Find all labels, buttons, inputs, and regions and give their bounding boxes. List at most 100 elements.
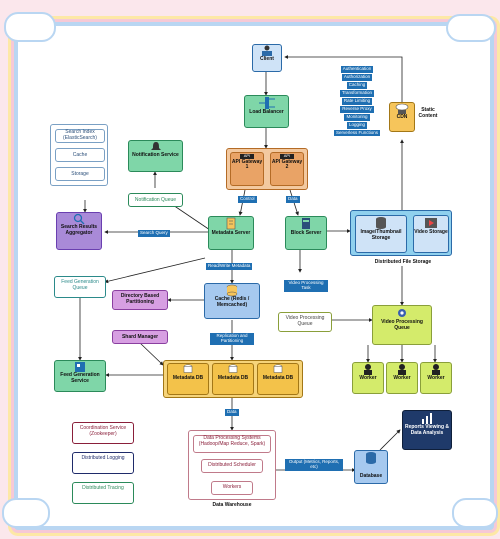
worker-icon bbox=[432, 364, 440, 375]
cdn-feature: Authorization bbox=[341, 73, 373, 81]
worker-node: Worker bbox=[352, 362, 384, 394]
api-icon: API bbox=[240, 153, 254, 159]
notification-service-label: Notification Service bbox=[132, 152, 179, 158]
database-node bbox=[354, 450, 388, 484]
video-icon bbox=[425, 218, 437, 228]
server-block-icon bbox=[302, 218, 310, 229]
data-processing-systems: Data Processing Systems (Hadoop/Map Redu… bbox=[193, 435, 271, 453]
cloud-server-icon bbox=[395, 103, 409, 114]
distributed-logging: Distributed Logging bbox=[72, 452, 134, 474]
api-gateway-label: API Gateway 2 bbox=[271, 158, 303, 171]
cdn-feature: Serverless Functions bbox=[333, 129, 381, 137]
cdn-feature: Rate Limiting bbox=[341, 97, 373, 105]
block-server-node: Block Server bbox=[285, 216, 327, 250]
output-tag: Output (Metrics, Reports, etc) bbox=[285, 459, 343, 471]
feed-generation-queue: Feed Generation Queue bbox=[54, 276, 106, 298]
search-aggregator-label: Search Results Aggregator bbox=[60, 224, 98, 236]
cloud-decoration bbox=[4, 12, 56, 42]
directory-partitioning-node: Directory Based Partitioning bbox=[112, 290, 168, 310]
reports-label: Reports Viewing & Data Analysis bbox=[404, 424, 450, 436]
database-label: Database bbox=[359, 473, 383, 479]
distributed-scheduler: Distributed Scheduler bbox=[201, 459, 263, 473]
cdn-feature: Logging bbox=[346, 121, 368, 129]
api-icon: API bbox=[280, 153, 294, 159]
distributed-file-storage-label: Distributed File Storage bbox=[374, 259, 432, 265]
coordination-service: Coordination Service (Zookeeper) bbox=[72, 422, 134, 444]
metadata-db-label: Metadata DB bbox=[172, 375, 204, 381]
replication-tag: Replication and Partitioning bbox=[210, 333, 254, 345]
metadata-db-node: Metadata DB bbox=[212, 363, 254, 395]
worker-label: Worker bbox=[427, 375, 445, 381]
cloud-decoration bbox=[452, 498, 498, 528]
reports-node: Reports Viewing & Data Analysis bbox=[402, 410, 452, 450]
feed-icon bbox=[75, 362, 85, 372]
gear-icon bbox=[398, 309, 406, 317]
search-aggregator-node: Search Results Aggregator bbox=[56, 212, 102, 250]
client-label: Client bbox=[260, 56, 274, 62]
video-processing-task-tag: Video Processing Task bbox=[284, 280, 328, 292]
search-index: Search Index (ElasticSearch) bbox=[55, 129, 105, 143]
database-icon bbox=[228, 364, 238, 373]
database-icon bbox=[273, 364, 283, 373]
data-warehouse-label: Data Warehouse bbox=[212, 502, 252, 508]
user-computer-icon bbox=[262, 45, 272, 56]
video-storage-label: Video Storage bbox=[414, 229, 448, 235]
search-icon bbox=[73, 213, 85, 225]
workers-box: Workers bbox=[211, 481, 253, 495]
api-gateway-2: API API Gateway 2 bbox=[270, 152, 304, 186]
metadata-server-node: Metadata Server bbox=[208, 216, 254, 250]
notification-service-node: Notification Service bbox=[128, 140, 183, 172]
image-storage-node: Image/Thumbnail Storage bbox=[355, 215, 407, 253]
database-icon bbox=[183, 364, 193, 373]
search-storage-group: Search Index (ElasticSearch) Cache Stora… bbox=[50, 124, 108, 186]
metadata-db-node: Metadata DB bbox=[167, 363, 209, 395]
bell-icon bbox=[150, 142, 161, 150]
metadata-db-label: Metadata DB bbox=[217, 375, 249, 381]
data-tag: Data bbox=[286, 196, 300, 203]
metadata-db-label: Metadata DB bbox=[262, 375, 294, 381]
cdn-feature: Transformation bbox=[339, 89, 375, 97]
cloud-decoration bbox=[2, 498, 50, 528]
feed-generation-service-label: Feed Generation Service bbox=[60, 372, 100, 384]
worker-icon bbox=[398, 364, 406, 375]
worker-node: Worker bbox=[420, 362, 452, 394]
bar-chart-icon bbox=[422, 413, 432, 424]
shard-manager-node: Shard Manager bbox=[112, 330, 168, 344]
metadata-db-node: Metadata DB bbox=[257, 363, 299, 395]
video-processing-queue-title: Video Processing Queue bbox=[381, 319, 423, 331]
image-storage-label: Image/Thumbnail Storage bbox=[360, 229, 402, 241]
read-write-metadata-tag: Read/Write Metadata bbox=[206, 263, 253, 270]
data-warehouse-group: Data Processing Systems (Hadoop/Map Redu… bbox=[188, 430, 276, 500]
cdn-feature: Monitoring bbox=[344, 113, 370, 121]
search-storage: Storage bbox=[55, 167, 105, 181]
cache-redis-label: Cache (Redis / Memcached) bbox=[214, 296, 250, 308]
cdn-node: CDN bbox=[389, 102, 415, 132]
video-processing-queue-label: Video Processing Queue bbox=[278, 312, 332, 332]
cdn-feature: Caching bbox=[346, 81, 368, 89]
client-node: Client bbox=[252, 44, 282, 72]
api-gateway-label: API Gateway 1 bbox=[231, 158, 263, 171]
load-balancer-label: Load Balancer bbox=[249, 109, 284, 115]
video-processing-queue-node: Video Processing Queue bbox=[372, 305, 432, 345]
control-tag: Control bbox=[238, 196, 257, 203]
search-query-tag: Search Query bbox=[138, 230, 170, 237]
cdn-label: CDN bbox=[396, 114, 408, 120]
block-server-label: Block Server bbox=[290, 230, 322, 236]
notification-queue: Notification Queue bbox=[128, 193, 183, 207]
api-gateway-1: API API Gateway 1 bbox=[230, 152, 264, 186]
load-balancer-node: Load Balancer bbox=[244, 95, 289, 128]
search-cache: Cache bbox=[55, 148, 105, 162]
worker-label: Worker bbox=[393, 375, 411, 381]
data-flow-tag: Data bbox=[225, 409, 239, 416]
static-content-label: Static Content bbox=[418, 107, 438, 119]
cdn-feature-list: Authentication Authorization Caching Tra… bbox=[333, 66, 381, 137]
document-icon bbox=[226, 217, 236, 230]
cdn-feature: Authentication bbox=[340, 66, 374, 73]
feed-generation-service-node: Feed Generation Service bbox=[54, 360, 106, 392]
worker-node: Worker bbox=[386, 362, 418, 394]
worker-icon bbox=[364, 364, 372, 375]
distributed-tracing: Distributed Tracing bbox=[72, 482, 134, 504]
cache-database-icon bbox=[226, 284, 238, 297]
database-stack-icon bbox=[376, 217, 386, 229]
database-icon bbox=[366, 452, 376, 464]
